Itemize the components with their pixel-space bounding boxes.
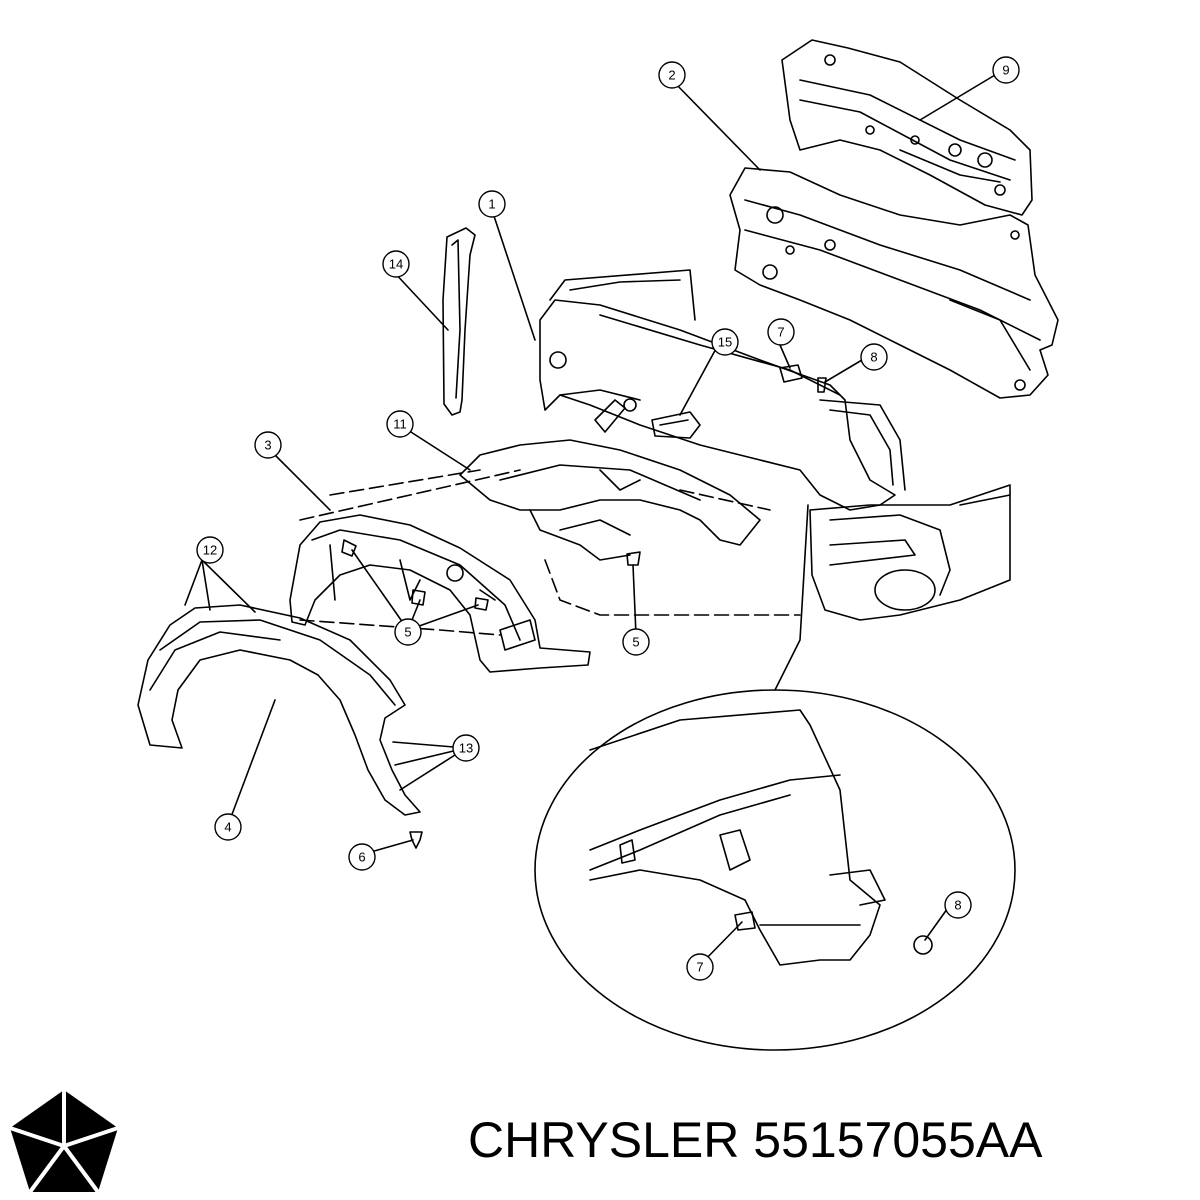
brand-name: CHRYSLER bbox=[468, 1112, 740, 1168]
wheelhouse-liner-part bbox=[289, 514, 591, 673]
callout-label-7a: 7 bbox=[777, 325, 784, 340]
callout-label-8b: 8 bbox=[954, 898, 961, 913]
callout-circle-5b bbox=[622, 628, 650, 656]
fender-bracket-part bbox=[651, 411, 701, 439]
callout-label-1: 1 bbox=[488, 197, 495, 212]
fender-flare-part bbox=[137, 604, 421, 816]
callout-circle-7a bbox=[767, 318, 795, 346]
callout-label-9: 9 bbox=[1002, 63, 1009, 78]
callout-label-5a: 5 bbox=[404, 625, 411, 640]
callout-circle-8b bbox=[944, 891, 972, 919]
callout-circle-15 bbox=[711, 328, 739, 356]
callout-label-5b: 5 bbox=[632, 635, 639, 650]
callout-label-3: 3 bbox=[264, 438, 271, 453]
leader-lines bbox=[184, 74, 996, 966]
callout-circle-13 bbox=[452, 734, 480, 762]
callout-circle-4 bbox=[214, 813, 242, 841]
callout-label-13: 13 bbox=[459, 741, 473, 756]
inner-wheelhouse-part bbox=[459, 439, 761, 561]
callout-circle-12 bbox=[196, 536, 224, 564]
chrysler-pentastar-icon bbox=[9, 1090, 119, 1194]
callout-circle-11 bbox=[386, 410, 414, 438]
callout-circle-7b bbox=[686, 953, 714, 981]
cowl-panel-part bbox=[729, 167, 1059, 399]
callout-label-15: 15 bbox=[718, 335, 732, 350]
callout-label-11: 11 bbox=[393, 417, 407, 432]
callout-circle-1 bbox=[478, 190, 506, 218]
part-number: 55157055AA bbox=[753, 1112, 1043, 1168]
callout-circle-5a bbox=[394, 618, 422, 646]
callout-label-6: 6 bbox=[358, 850, 365, 865]
callout-label-4: 4 bbox=[224, 820, 231, 835]
callout-circle-14 bbox=[382, 250, 410, 278]
callout-circle-8a bbox=[860, 343, 888, 371]
callout-circle-2 bbox=[658, 61, 686, 89]
assembly-guide-lines bbox=[299, 469, 801, 636]
part-caption: CHRYSLER 55157055AA bbox=[468, 1110, 1042, 1170]
fender-seal-part bbox=[442, 227, 476, 416]
front-bumper-part bbox=[809, 484, 1011, 621]
fender-part bbox=[539, 269, 906, 511]
callout-label-12: 12 bbox=[203, 543, 217, 558]
dash-panel-part bbox=[781, 39, 1033, 216]
fasteners bbox=[341, 364, 827, 849]
callout-label-14: 14 bbox=[389, 257, 403, 272]
callout-label-8a: 8 bbox=[870, 350, 877, 365]
callout-label-7b: 7 bbox=[696, 960, 703, 975]
detail-zoom-ellipse bbox=[534, 504, 1016, 1051]
callout-circle-9 bbox=[992, 56, 1020, 84]
callout-circle-6 bbox=[348, 843, 376, 871]
callout-circle-3 bbox=[254, 431, 282, 459]
callout-label-2: 2 bbox=[668, 68, 675, 83]
